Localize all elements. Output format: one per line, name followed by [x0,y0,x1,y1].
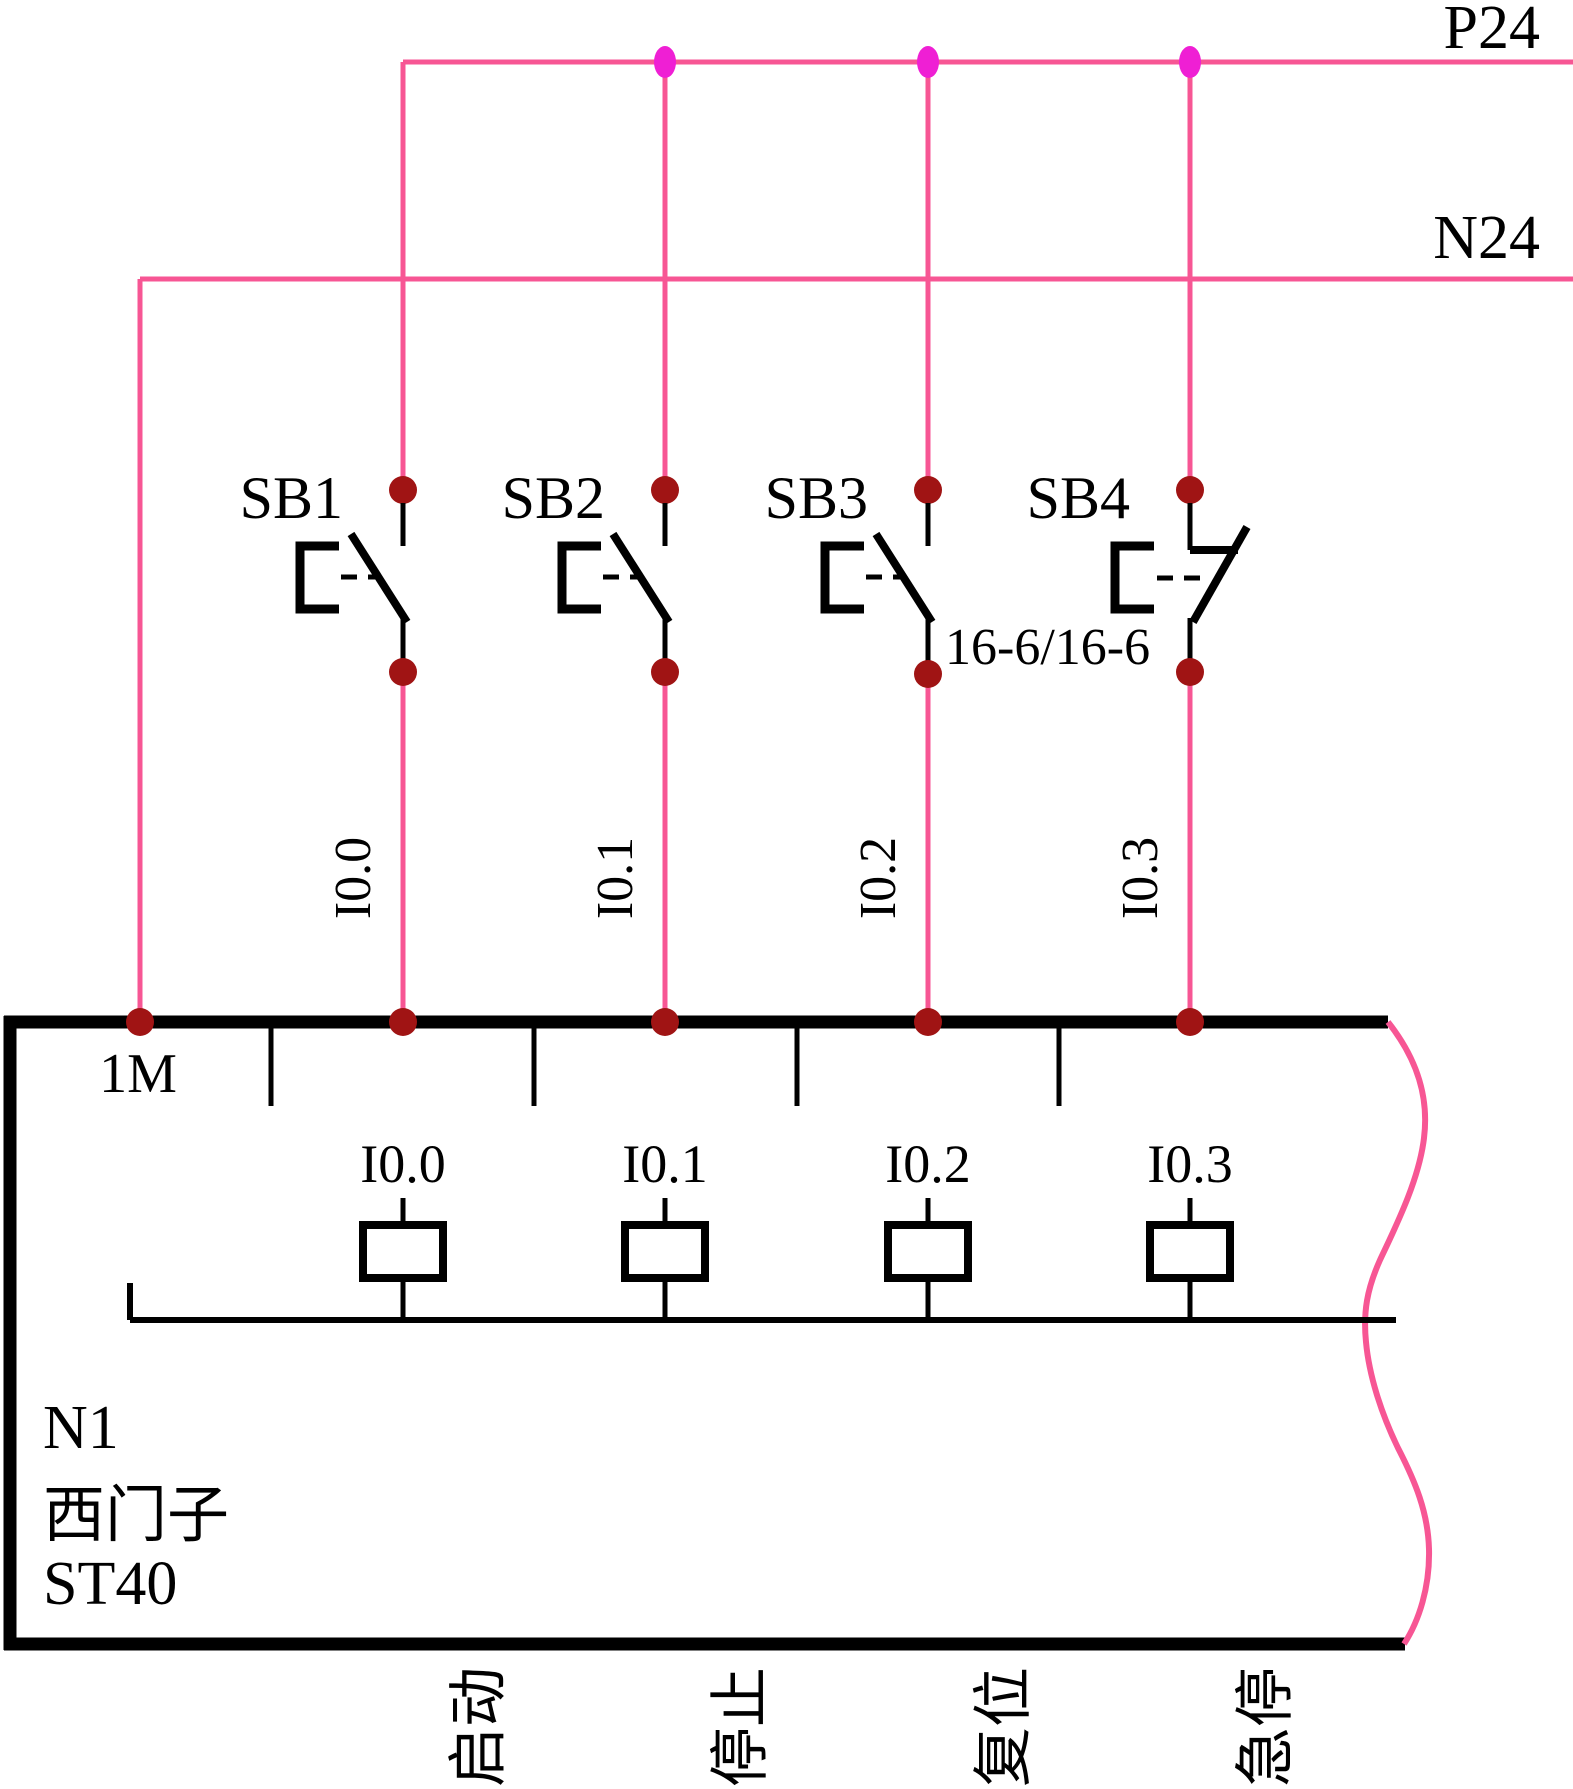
sb2-bottom-terminal-dot [651,658,679,686]
sb3-top-terminal-dot [914,476,942,504]
p24-junction-dot-sb4 [1179,46,1201,78]
pushbutton-sb3: SB3 [765,465,942,688]
n24-label: N24 [1433,204,1540,272]
sb3-label: SB3 [765,465,868,531]
function-label-start: 启动 [446,1667,512,1787]
sb3-operator-icon [820,541,864,614]
p24-junction-dot-sb2 [654,46,676,78]
sb1-label: SB1 [240,465,343,531]
sb2-operator-icon [557,541,601,614]
plc-input-label-i01: I0.1 [622,1134,707,1194]
cross-reference-label: 16-6/16-6 [945,619,1150,676]
input-circuit-box-i00 [359,1221,447,1282]
sb4-bottom-terminal-dot [1176,658,1204,686]
terminal-dot-i02 [914,1008,942,1036]
p24-label: P24 [1444,0,1540,62]
plc-input-circuit-i03 [1146,1198,1234,1320]
function-label-reset: 复位 [971,1667,1037,1787]
wire-label-i02: I0.2 [850,837,907,919]
plc-input-circuit-i02 [884,1198,972,1320]
sb1-bottom-terminal-dot [389,658,417,686]
input-circuit-box-i01 [621,1221,709,1282]
sb2-label: SB2 [502,465,605,531]
terminal-dot-i03 [1176,1008,1204,1036]
p24-rail: P24 [403,0,1573,65]
p24-junction-dot-sb3 [917,46,939,78]
wire-label-i00: I0.0 [325,837,382,919]
plc-input-circuit-i00 [359,1198,447,1320]
sb4-contact-blade [1189,525,1251,624]
sb4-top-terminal-dot [1176,476,1204,504]
sb1-top-terminal-dot [389,476,417,504]
sb3-bottom-terminal-dot [914,660,942,688]
plc-model: ST40 [43,1550,177,1618]
function-label-estop: 急停 [1233,1667,1299,1787]
wire-address-labels: I0.0 I0.1 I0.2 I0.3 [325,837,1169,919]
terminal-dot-1m [126,1008,154,1036]
function-labels: 启动 停止 复位 急停 [446,1667,1299,1787]
plc-designator: N1 [43,1394,119,1462]
pushbutton-sb1: SB1 [240,465,417,686]
sb4-label: SB4 [1027,465,1130,531]
plc-input-label-i03: I0.3 [1147,1134,1232,1194]
plc-input-label-i00: I0.0 [360,1134,445,1194]
wire-label-i01: I0.1 [587,837,644,919]
function-label-stop: 停止 [708,1667,774,1787]
plc-input-label-i02: I0.2 [885,1134,970,1194]
terminal-dot-i00 [389,1008,417,1036]
plc-input-circuit-i01 [621,1198,709,1320]
plc-box: 1M I0.0 I0.1 I0.2 I0.3 [3,1008,1433,1651]
terminal-1m-label: 1M [99,1043,177,1105]
plc-brand: 西门子 [43,1482,229,1550]
pushbutton-sb4: SB4 [1027,465,1251,686]
plc-box-break-wavy-line [1362,1020,1433,1646]
sb2-top-terminal-dot [651,476,679,504]
input-circuit-box-i03 [1146,1221,1234,1282]
n24-rail: N24 [140,204,1573,282]
input-circuit-box-i02 [884,1221,972,1282]
wire-label-i03: I0.3 [1112,837,1169,919]
pushbutton-sb2: SB2 [502,465,679,686]
sb4-operator-icon [1110,541,1154,614]
terminal-dot-i01 [651,1008,679,1036]
sb1-operator-icon [295,541,339,614]
